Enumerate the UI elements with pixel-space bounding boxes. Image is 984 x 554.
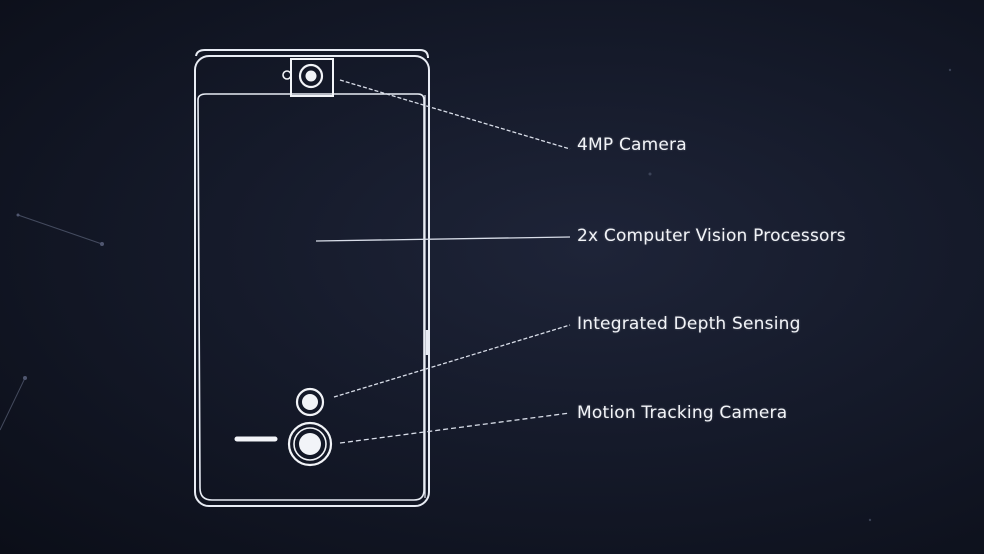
motion-camera-icon — [287, 421, 333, 467]
camera-4mp-icon — [282, 58, 334, 97]
callout-cv-processors: 2x Computer Vision Processors — [577, 226, 846, 246]
callout-depth-sensing: Integrated Depth Sensing — [577, 314, 801, 334]
callout-motion-camera: Motion Tracking Camera — [577, 403, 788, 423]
phone-inner-edge — [197, 93, 425, 501]
leader-motion-camera — [339, 412, 571, 444]
leader-cv-processors — [315, 236, 571, 242]
phone-frame — [194, 55, 430, 507]
background-constellation — [0, 68, 952, 522]
depth-sensor-icon — [295, 387, 325, 417]
leader-lines — [315, 79, 571, 444]
leader-depth-sensing — [333, 324, 571, 398]
leader-camera-4mp — [339, 79, 571, 150]
phone-outline — [194, 49, 430, 507]
phone-top-edge — [195, 49, 429, 59]
callout-camera-4mp: 4MP Camera — [577, 135, 687, 155]
